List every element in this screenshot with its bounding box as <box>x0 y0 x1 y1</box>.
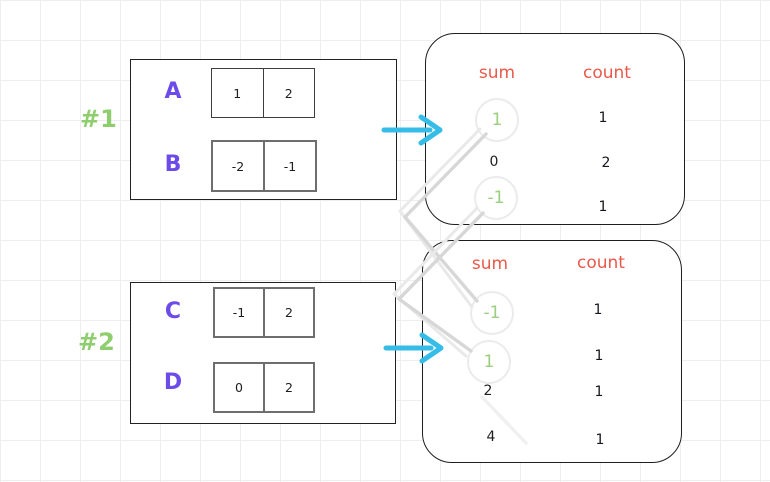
array-b-cell-1: -1 <box>263 142 315 190</box>
result-1-sum-header: sum <box>478 63 516 83</box>
result-2-count-row-0: 1 <box>593 302 603 318</box>
array-c-cell-1: 2 <box>263 289 313 336</box>
array-a-cell-1: 2 <box>262 69 315 117</box>
result-1-box <box>425 33 685 225</box>
result-2-sum-1-highlight: 1 <box>467 340 511 384</box>
result-2-count-row-2: 1 <box>594 384 604 400</box>
result-1-count-row-1: 2 <box>601 155 611 171</box>
array-d-cell-1: 2 <box>263 364 313 411</box>
group-2-label: #2 <box>78 328 115 356</box>
array-d-cells: 0 2 <box>213 362 315 413</box>
array-a-label: A <box>164 79 182 104</box>
array-b-cell-0: -2 <box>231 158 245 174</box>
result-2-sum-row-3: 4 <box>486 429 496 445</box>
group-1-label: #1 <box>80 105 117 133</box>
result-2-count-header: count <box>577 253 625 273</box>
array-c-cell-0: -1 <box>232 305 246 320</box>
result-2-sum-header: sum <box>471 254 509 274</box>
result-1-sum-1-highlight: 1 <box>475 98 519 142</box>
result-1-sum-row-1: 0 <box>489 154 499 170</box>
result-2-count-row-1: 1 <box>594 348 604 364</box>
array-c-label: C <box>164 299 182 324</box>
array-d-label: D <box>163 370 183 395</box>
result-2-count-row-3: 1 <box>595 432 605 448</box>
result-1-count-row-0: 1 <box>598 110 608 126</box>
result-1-count-header: count <box>583 63 631 83</box>
array-b-cells: -2 -1 <box>211 140 317 192</box>
result-2-box <box>422 240 682 463</box>
array-c-cells: -1 2 <box>213 287 315 338</box>
array-a-cells: 1 2 <box>211 68 315 118</box>
result-1-count-row-2: 1 <box>598 199 608 215</box>
array-d-cell-0: 0 <box>235 380 243 395</box>
array-b-label: B <box>164 152 182 177</box>
result-2-sum-row-2: 2 <box>483 383 493 399</box>
result-2-sum-neg1-highlight: -1 <box>470 291 514 335</box>
result-1-sum-neg1-highlight: -1 <box>474 176 518 220</box>
array-a-cell-0: 1 <box>233 85 242 101</box>
